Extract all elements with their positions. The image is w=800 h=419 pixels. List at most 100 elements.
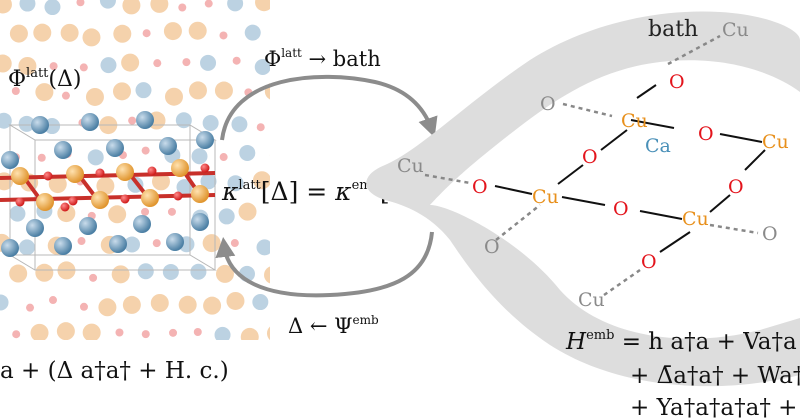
- unit-cell-box: [8, 124, 217, 271]
- lattice-cu-atom: [122, 295, 141, 314]
- plane-o-atom: [15, 197, 25, 207]
- lattice-ca-atom: [191, 148, 208, 165]
- atom-o-2: O: [698, 123, 714, 145]
- lattice-o-atom: [219, 153, 228, 162]
- lattice-ca-sphere: [79, 217, 97, 235]
- bath-atom-o-right: O: [762, 223, 778, 245]
- lattice-cu-atom: [266, 326, 270, 340]
- lattice-cu-atom: [9, 24, 28, 43]
- lattice-ca-atom: [18, 239, 35, 256]
- lattice-o-atom: [11, 87, 20, 96]
- top-arrow-label: Φlatt → bath: [264, 46, 381, 71]
- lattice-hamiltonian: a + (Δ a†a† + H. c.): [0, 358, 229, 384]
- lattice-ca-atom: [202, 115, 219, 132]
- bath-label: bath: [648, 17, 698, 42]
- lattice-ca-atom: [19, 0, 36, 12]
- lattice-cu-atom: [0, 0, 12, 14]
- emb-hamiltonian-line-1: Hemb = h a†a + Va†a: [565, 328, 797, 355]
- lattice-o-atom: [49, 296, 58, 305]
- lattice-ca-atom: [218, 208, 235, 225]
- lattice-ca-atom: [0, 294, 9, 311]
- lattice-ca-atom: [100, 57, 117, 74]
- lattice-ca-atom: [200, 173, 217, 190]
- plane-o-atom: [120, 194, 130, 204]
- lattice-ca-atom: [99, 0, 116, 9]
- lattice-cu-atom: [85, 87, 104, 106]
- lattice-o-atom: [219, 31, 228, 40]
- lattice-cu-atom: [202, 234, 221, 253]
- lattice-ca-atom: [244, 24, 261, 41]
- lattice-ca-sphere: [136, 111, 154, 129]
- lattice-ca-sphere: [196, 131, 214, 149]
- lattice-ca-atom: [135, 82, 152, 99]
- lattice-cu-atom: [98, 298, 117, 317]
- lattice-ca-atom: [18, 115, 35, 132]
- lattice-cu-atom: [226, 291, 245, 310]
- plane-cu-atom: [36, 193, 54, 211]
- lattice-ca-atom: [190, 263, 207, 280]
- bath-atom-o-bottom-left: O: [484, 236, 500, 258]
- bottom-arrow-label: Δ ← Ψemb: [288, 313, 379, 338]
- lattice-cu-atom: [33, 23, 52, 42]
- lattice-o-atom: [79, 302, 88, 311]
- plane-cu-atom: [91, 191, 109, 209]
- atom-cu-3: Cu: [532, 186, 559, 208]
- lattice-ca-atom: [252, 294, 269, 311]
- lattice-o-atom: [142, 29, 151, 38]
- bath-region: [366, 11, 800, 387]
- lattice-o-atom: [232, 56, 241, 65]
- lattice-ca-atom: [176, 179, 193, 196]
- plane-cu-atom: [116, 163, 134, 181]
- atom-o-3: O: [582, 146, 598, 168]
- lattice-o-atom: [178, 3, 187, 12]
- lattice-o-atom: [273, 211, 281, 219]
- atom-o-1: O: [669, 71, 685, 93]
- lattice-cu-atom: [9, 264, 28, 283]
- lattice-o-atom: [115, 328, 124, 337]
- embedding-bonds: [494, 84, 766, 253]
- lattice-ca-atom: [87, 149, 104, 166]
- lattice-ca-atom: [9, 205, 26, 222]
- embedding-bath-links: [424, 34, 759, 297]
- lattice-panel: Φlatt(Δ): [0, 0, 281, 340]
- plane-o-atom: [43, 171, 53, 181]
- lattice-cu-atom: [122, 0, 141, 15]
- lattice-o-atom: [153, 59, 162, 68]
- lattice-cu-atom: [113, 24, 132, 43]
- bath-atom-cu-bottom: Cu: [578, 289, 605, 311]
- lattice-ca-sphere: [166, 233, 184, 251]
- lattice-ca-atom: [231, 116, 248, 133]
- lattice-ca-atom: [254, 58, 270, 75]
- lattice-cu-atom: [215, 264, 234, 283]
- plane-o-atom: [95, 168, 105, 178]
- lattice-o-atom: [167, 207, 176, 216]
- lattice-cu-atom: [0, 54, 12, 73]
- plane-cu-atom: [171, 159, 189, 177]
- lattice-o-atom: [77, 237, 86, 246]
- lattice-ca-sphere: [1, 151, 19, 169]
- lattice-cu-atom: [18, 56, 37, 75]
- lattice-ca-atom: [137, 263, 154, 280]
- lattice-cu-atom: [203, 296, 222, 315]
- plane-o-atom: [60, 202, 70, 212]
- lattice-cu-atom: [35, 83, 54, 102]
- lattice-cu-atom: [264, 266, 270, 284]
- lattice-ca-atom: [162, 263, 179, 280]
- lattice-cu-atom: [214, 81, 233, 100]
- atom-cu-1: Cu: [621, 110, 648, 132]
- lattice-cu-atom: [188, 21, 207, 40]
- lattice-cu-atom: [48, 175, 67, 194]
- lattice-ca-atoms: [1, 111, 214, 257]
- embedding-panel: bath Cu Cu Cu C: [366, 11, 800, 387]
- lattice-o-atom: [141, 330, 150, 339]
- phi-latt-label: Φlatt(Δ): [8, 66, 81, 92]
- lattice-o-atom: [76, 0, 85, 7]
- lattice-o-atom: [182, 58, 191, 67]
- lattice-cu-atom: [252, 171, 270, 190]
- lattice-cu-atom: [60, 23, 79, 42]
- lattice-cu-atom: [150, 0, 169, 13]
- atom-o-6: O: [613, 198, 629, 220]
- lattice-cu-atom: [188, 81, 207, 100]
